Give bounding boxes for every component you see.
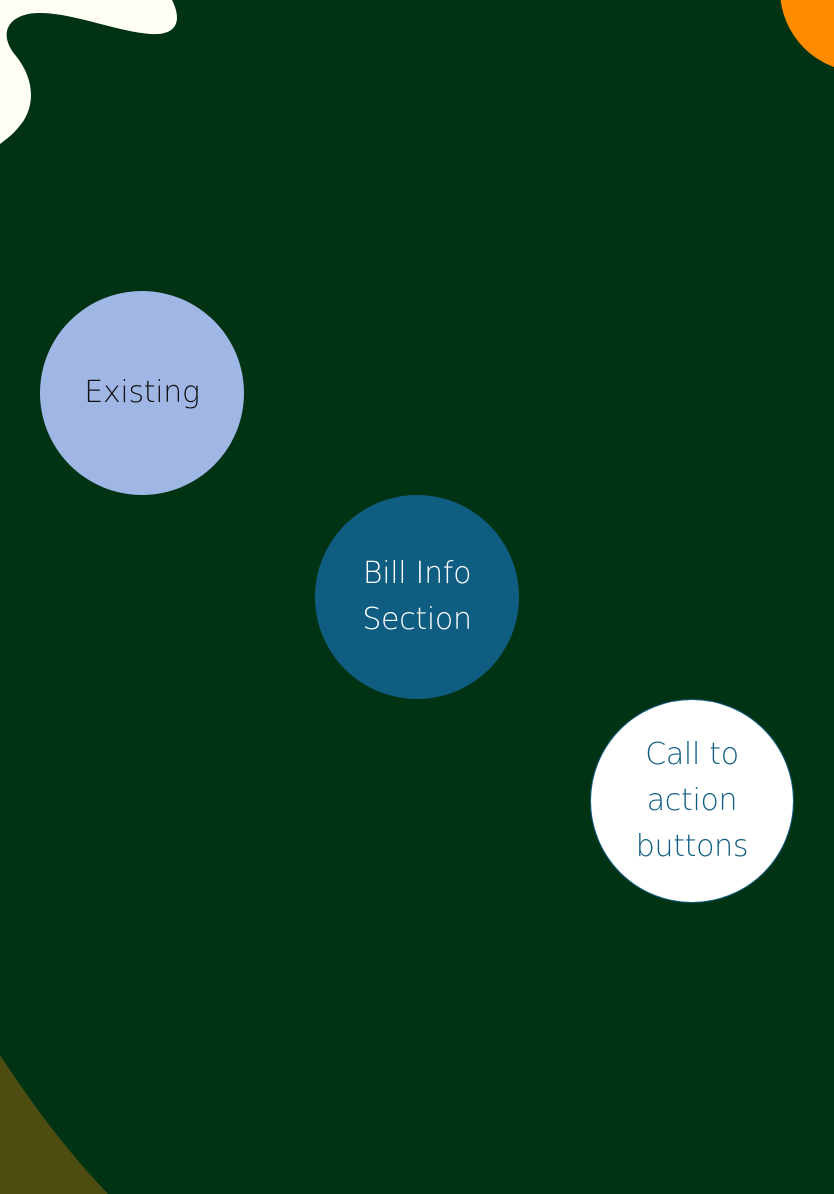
olive-blob-shape [0,1055,108,1194]
node-existing-label: Existing [84,375,200,410]
node-existing: Existing [40,291,244,495]
node-call-to-action-buttons: Call to action buttons [590,699,794,903]
node-call-to-action-buttons-label: Call to action buttons [635,737,749,864]
orange-blob-shape [780,0,834,68]
node-bill-info-section: Bill Info Section [315,495,519,699]
node-bill-info-section-label: Bill Info Section [362,556,472,637]
cream-blob-shape [0,0,177,144]
